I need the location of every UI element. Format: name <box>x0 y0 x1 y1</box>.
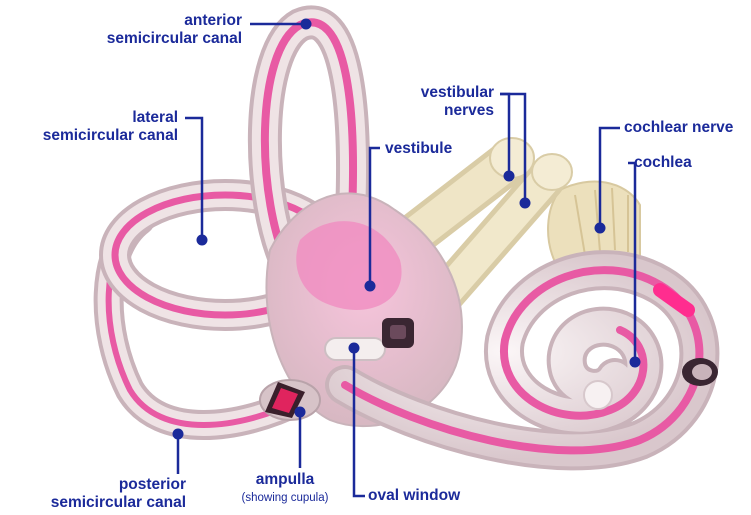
label-ampulla-line2: (showing cupula) <box>220 489 350 507</box>
ampulla-structure <box>260 380 320 420</box>
label-lateral-line1: lateral <box>28 109 178 127</box>
label-lateral-line2: semicircular canal <box>28 127 178 145</box>
label-posterior-line1: posterior <box>30 476 186 494</box>
label-anterior-line1: anterior <box>92 12 242 30</box>
label-ampulla: ampulla (showing cupula) <box>220 471 350 507</box>
label-anterior-canal: anterior semicircular canal <box>92 12 242 48</box>
label-oval-window: oval window <box>368 487 460 505</box>
label-cochlea: cochlea <box>634 154 692 172</box>
label-vestibular-line1: vestibular <box>398 84 494 102</box>
label-posterior-line2: semicircular canal <box>30 494 186 512</box>
label-vestibular-line2: nerves <box>398 102 494 120</box>
label-vestibule: vestibule <box>385 140 452 158</box>
label-vestibular-nerves: vestibular nerves <box>398 84 494 120</box>
label-anterior-line2: semicircular canal <box>92 30 242 48</box>
label-posterior-canal: posterior semicircular canal <box>30 476 186 512</box>
label-cochlear-nerve: cochlear nerve <box>624 119 733 137</box>
leader-lateral <box>185 118 202 240</box>
label-lateral-canal: lateral semicircular canal <box>28 109 178 145</box>
label-ampulla-line1: ampulla <box>220 471 350 489</box>
